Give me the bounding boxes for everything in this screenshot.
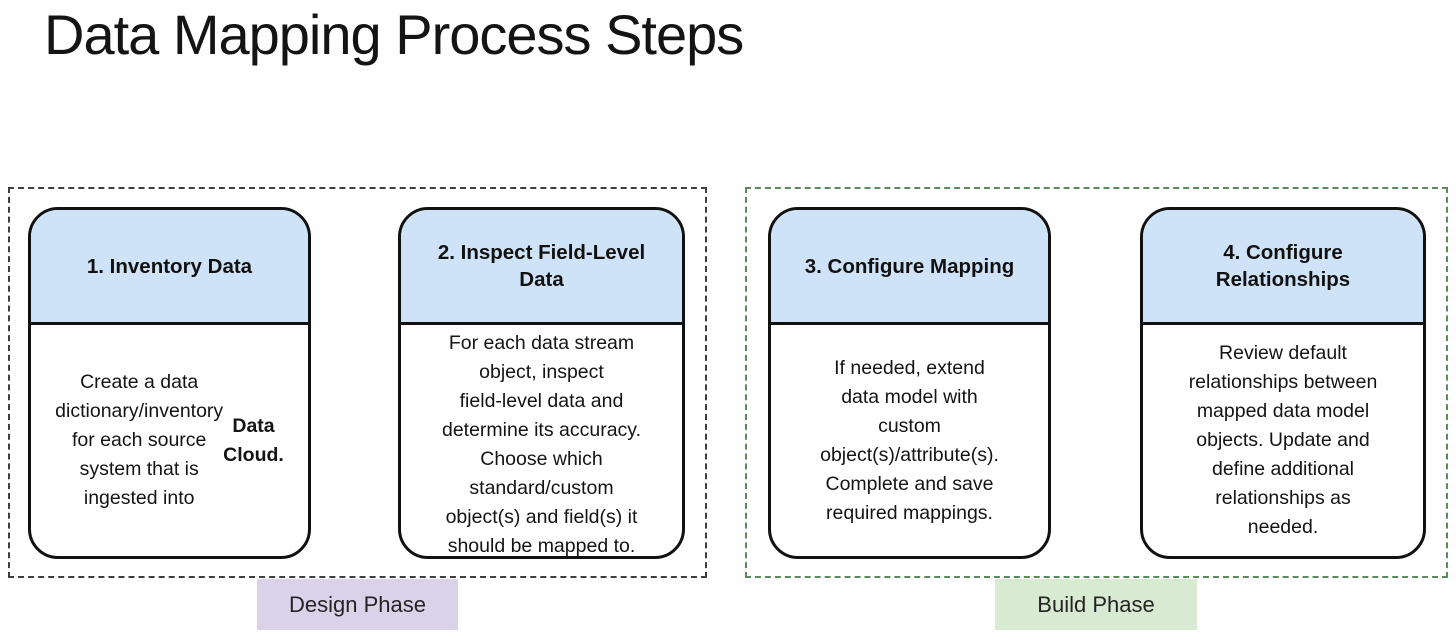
card-configure-relationships: 4. Configure Relationships Review defaul…	[1140, 207, 1426, 559]
card-configure-mapping-header: 3. Configure Mapping	[771, 210, 1048, 325]
card-inspect-field-level-data-body: For each data stream object, inspect fie…	[441, 332, 642, 557]
card-inventory-data-body-bold: Data Cloud.	[223, 414, 284, 466]
design-phase-group-outline	[8, 187, 707, 578]
card-configure-relationships-header: 4. Configure Relationships	[1143, 210, 1423, 325]
card-configure-relationships-body: Review default relationships between map…	[1188, 342, 1378, 538]
card-inventory-data: 1. Inventory Data Create a data dictiona…	[28, 207, 311, 559]
page-title: Data Mapping Process Steps	[44, 3, 744, 66]
card-inventory-data-body-text: Create a data dictionary/inventory for e…	[55, 371, 224, 509]
card-configure-mapping: 3. Configure Mapping If needed, extend d…	[768, 207, 1051, 559]
card-configure-mapping-body: If needed, extend data model with custom…	[820, 356, 999, 524]
card-inventory-data-header: 1. Inventory Data	[31, 210, 308, 325]
card-inventory-data-body: Create a data dictionary/inventory for e…	[31, 325, 308, 556]
card-inspect-field-level-data-header: 2. Inspect Field-Level Data	[401, 210, 682, 325]
card-inspect-field-level-data: 2. Inspect Field-Level Data For each dat…	[398, 207, 685, 559]
build-phase-label: Build Phase	[995, 579, 1197, 630]
design-phase-label: Design Phase	[257, 579, 458, 630]
build-phase-group-outline	[745, 187, 1448, 578]
